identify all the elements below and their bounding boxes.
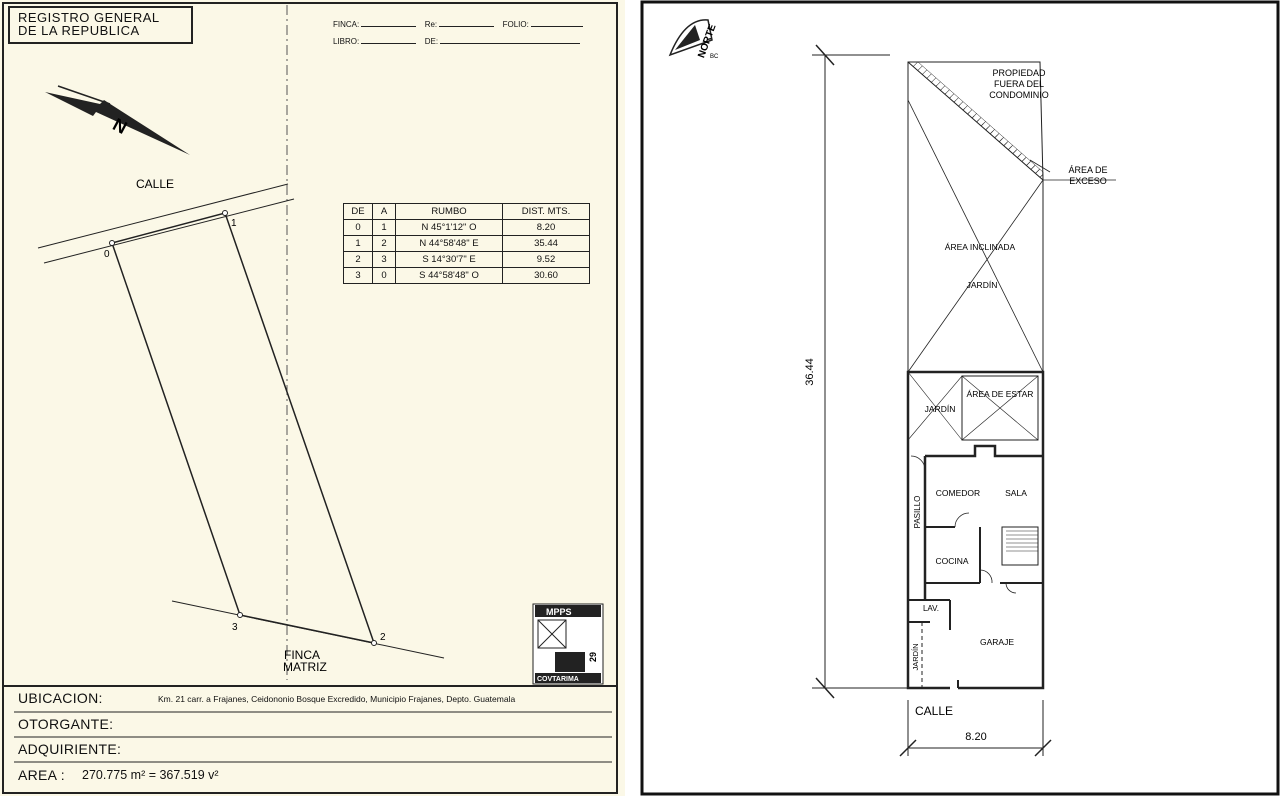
cell-a: 3	[372, 251, 396, 268]
label-cocina: COCINA	[935, 556, 968, 566]
label-area-de-estar: ÁREA DE ESTAR	[967, 389, 1034, 399]
cell-rumbo: S 14°30'7" E	[395, 251, 503, 268]
vertex-1	[222, 210, 228, 216]
label-condominio: CONDOMINIO	[989, 90, 1049, 100]
stamp-top-text: MPPS	[546, 607, 572, 617]
table-row: 2 3 S 14°30'7" E 9.52	[343, 251, 590, 268]
vertex-2	[371, 640, 377, 646]
label-calle: CALLE	[915, 704, 953, 718]
survey-plan-sheet: REGISTRO GENERAL DE LA REPUBLICA FINCA: …	[0, 0, 625, 796]
col-dist: DIST. MTS.	[502, 203, 590, 220]
registry-fields-row1: FINCA: Re: FOLIO:	[333, 20, 584, 29]
ubicacion-label: UBICACION:	[18, 690, 103, 706]
bearings-table: DE A RUMBO DIST. MTS. 0 1 N 45°1'12" O 8…	[343, 203, 590, 284]
plan-frame	[640, 0, 1280, 796]
door-swing-icon	[954, 512, 970, 528]
label-jardin-mid: JARDÍN	[925, 404, 956, 414]
bearings-table-header: DE A RUMBO DIST. MTS.	[343, 203, 590, 220]
north-symbol-icon: NORTE BC	[668, 19, 719, 60]
stamp-bottom-text: COVTARIMA	[537, 676, 579, 683]
vertex-2-label: 2	[380, 632, 386, 643]
col-rumbo: RUMBO	[395, 203, 503, 220]
label-garaje: GARAJE	[980, 637, 1014, 647]
floor-plan-drawing: NORTE BC 36.44	[640, 0, 1280, 796]
libro-field-label: LIBRO:	[333, 37, 360, 46]
cell-de: 3	[343, 267, 373, 284]
vertex-1-label: 1	[231, 218, 237, 229]
house-outline	[906, 370, 1045, 690]
street-line-top	[37, 183, 289, 249]
table-row: 3 0 S 44°58'48" O 30.60	[343, 267, 590, 284]
label-lav: LAV.	[923, 604, 939, 613]
registry-fields-row2: LIBRO: DE:	[333, 37, 581, 46]
label-jardin-low: JARDÍN	[911, 643, 920, 670]
otorgante-label: OTORGANTE:	[18, 716, 114, 732]
cell-dist: 35.44	[502, 235, 590, 252]
label-exceso: EXCESO	[1069, 176, 1107, 186]
upper-lot-outline	[907, 61, 1044, 373]
cell-de: 2	[343, 251, 373, 268]
vertex-0-label: 0	[104, 249, 110, 260]
cell-de: 1	[343, 235, 373, 252]
floor-plan-sheet: NORTE BC 36.44	[640, 0, 1280, 796]
neighbor-label-2: MATRIZ	[283, 660, 327, 674]
finca-field-label: FINCA:	[333, 20, 360, 29]
table-row: 0 1 N 45°1'12" O 8.20	[343, 219, 590, 236]
survey-frame	[2, 2, 618, 794]
cell-a: 0	[372, 267, 396, 284]
registry-header-line2: DE LA REPUBLICA	[18, 23, 140, 38]
label-area-inclinada: ÁREA INCLINADA	[945, 242, 1016, 252]
depth-dimension-label: 36.44	[804, 358, 816, 386]
vertex-3	[237, 612, 243, 618]
area-de-estar-box	[961, 375, 1039, 441]
survey-drawing: N 0 1 2 3 CALLE FINCA MATRIZ MPPS 29	[2, 2, 618, 794]
north-symbol-sub: BC	[710, 54, 719, 60]
vertex-3-label: 3	[232, 622, 238, 633]
label-fuera-del: FUERA DEL	[994, 79, 1044, 89]
label-area-de: ÁREA DE	[1068, 165, 1107, 175]
cell-de: 0	[343, 219, 373, 236]
ubicacion-value: Km. 21 carr. a Frajanes, Ceidononio Bosq…	[158, 694, 516, 704]
label-comedor: COMEDOR	[936, 488, 980, 498]
registry-header: REGISTRO GENERAL DE LA REPUBLICA	[8, 6, 193, 44]
label-jardin-upper: JARDÍN	[967, 280, 998, 290]
street-line-bottom	[43, 198, 295, 264]
cell-dist: 30.60	[502, 267, 590, 284]
cell-dist: 9.52	[502, 251, 590, 268]
cell-a: 1	[372, 219, 396, 236]
cell-rumbo: N 44°58'48" E	[395, 235, 503, 252]
cell-dist: 8.20	[502, 219, 590, 236]
de-field-label: DE:	[424, 37, 439, 46]
neighbor-label-1: FINCA	[284, 648, 320, 662]
width-dimension-label: 8.20	[965, 731, 986, 743]
folio-field-label: FOLIO:	[502, 20, 529, 29]
area-value: 270.775 m² = 367.519 v²	[82, 768, 219, 782]
registry-header-line1: REGISTRO GENERAL	[18, 10, 160, 25]
lot-polygon	[111, 212, 376, 645]
label-pasillo: PASILLO	[913, 496, 922, 529]
col-a: A	[372, 203, 396, 220]
cell-rumbo: S 44°58'48" O	[395, 267, 503, 284]
label-sala: SALA	[1005, 488, 1027, 498]
area-label: AREA :	[18, 767, 65, 783]
engineer-stamp: MPPS 29 COVTARIMA	[532, 603, 604, 685]
re-field-label: Re:	[424, 20, 438, 29]
col-de: DE	[343, 203, 373, 220]
label-propiedad: PROPIEDAD	[992, 68, 1046, 78]
street-label: CALLE	[136, 177, 174, 191]
vertex-0	[109, 240, 115, 246]
stamp-side-text: 29	[588, 652, 598, 662]
cell-a: 2	[372, 235, 396, 252]
table-row: 1 2 N 44°58'48" E 35.44	[343, 235, 590, 252]
north-arrow-icon: N	[45, 85, 190, 155]
stairs-icon	[1001, 526, 1039, 566]
cell-rumbo: N 45°1'12" O	[395, 219, 503, 236]
adquiriente-label: ADQUIRIENTE:	[18, 741, 122, 757]
